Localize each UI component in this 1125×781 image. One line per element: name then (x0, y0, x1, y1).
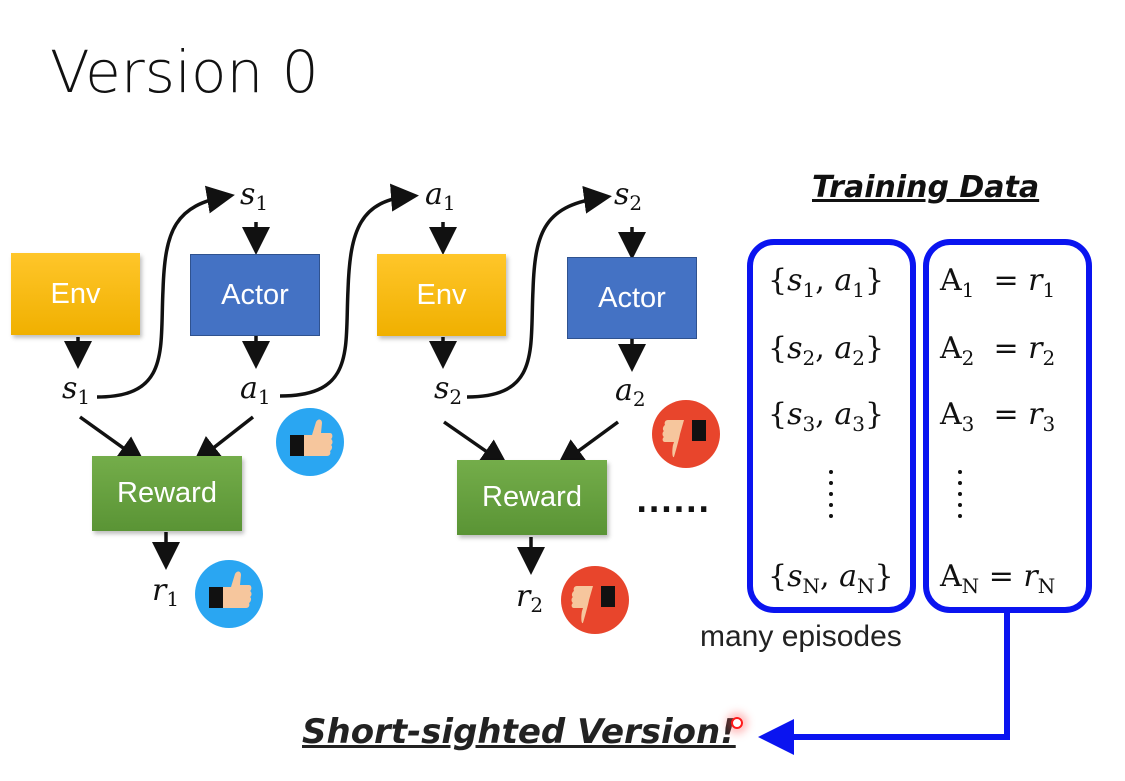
conclusion-text: Short-sighted Version! (302, 712, 736, 752)
pairs-bracket (747, 239, 916, 613)
many-episodes-caption: many episodes (700, 620, 902, 653)
pair-row: {s2, a2} (768, 331, 885, 370)
advantage-bracket (923, 239, 1092, 613)
advantage-row: A2 = r2 (940, 331, 1056, 370)
arrow-s1-to-reward1 (78, 415, 146, 465)
thumbs-up-icon (195, 560, 263, 628)
reward-box-1-label: Reward (117, 477, 217, 509)
env-box-1: Env (11, 253, 140, 335)
pair-row: {s3, a3} (768, 397, 885, 436)
advantage-row: A1 = r1 (940, 263, 1056, 302)
reward-box-1: Reward (92, 456, 242, 531)
curve-a1-to-env2-input (279, 183, 419, 398)
continuation-ellipsis: ...... (636, 485, 711, 520)
actor-box-1: Actor (190, 254, 320, 336)
label-a1-env-input: a1 (425, 177, 456, 215)
thumbs-down-icon (561, 566, 629, 634)
arrow-s2-to-reward2 (443, 420, 509, 467)
slide-title: Version 0 (50, 38, 319, 106)
reward-box-2: Reward (457, 460, 607, 535)
laser-pointer-icon (731, 717, 743, 729)
advantage-row: A3 = r3 (940, 397, 1056, 436)
label-s1-env-output: s1 (62, 371, 91, 409)
env-box-1-label: Env (50, 277, 101, 310)
curve-s2-to-actor2-input (466, 185, 612, 399)
conclusion-arrow (758, 612, 1010, 755)
actor-box-2-label: Actor (598, 281, 666, 314)
label-s2-actor-input: s2 (614, 177, 643, 215)
actor-box-2: Actor (567, 257, 697, 339)
pair-row: {s1, a1} (768, 263, 885, 302)
label-s1-actor-input: s1 (240, 177, 269, 215)
thumbs-up-icon (276, 408, 344, 476)
label-a2-actor-output: a2 (615, 373, 646, 411)
env-box-2-label: Env (416, 278, 467, 311)
actor-box-1-label: Actor (221, 278, 289, 311)
label-s2-env-output: s2 (434, 371, 463, 409)
label-r1: r1 (152, 573, 180, 611)
arrow-a2-to-reward2 (556, 420, 620, 468)
curve-s1-to-actor-input (96, 185, 235, 399)
advantage-row: AN = rN (940, 559, 1056, 598)
arrow-a1-to-reward1 (192, 415, 255, 465)
training-data-title: Training Data (812, 170, 1040, 205)
advantages-vertical-ellipsis (958, 470, 962, 525)
label-r2: r2 (516, 579, 544, 617)
pair-row: {sN, aN} (768, 559, 894, 598)
env-box-2: Env (377, 254, 506, 336)
thumbs-down-icon (652, 400, 720, 468)
reward-box-2-label: Reward (482, 481, 582, 513)
pairs-vertical-ellipsis (829, 470, 833, 525)
label-a1-actor-output: a1 (240, 371, 271, 409)
